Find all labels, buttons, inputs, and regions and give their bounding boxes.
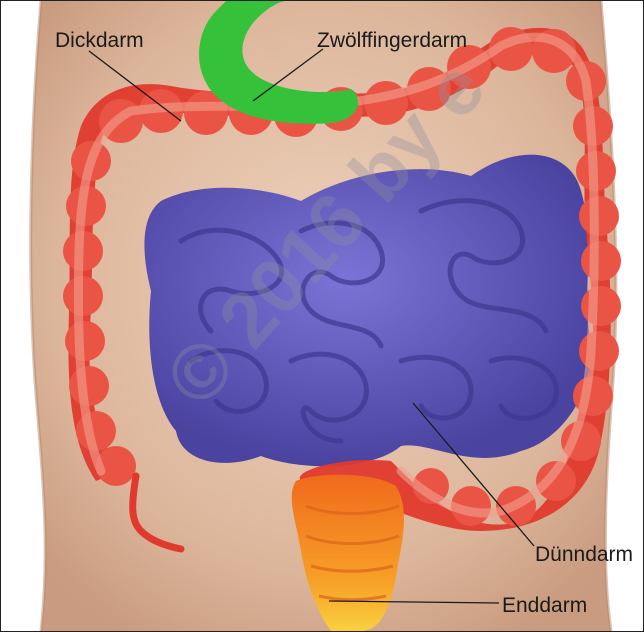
enddarm-label: Enddarm — [502, 594, 587, 617]
duenndarm-label: Dünndarm — [535, 543, 633, 566]
dickdarm-label: Dickdarm — [55, 29, 144, 52]
zwoelffingerdarm-label: Zwölffingerdarm — [317, 29, 467, 52]
